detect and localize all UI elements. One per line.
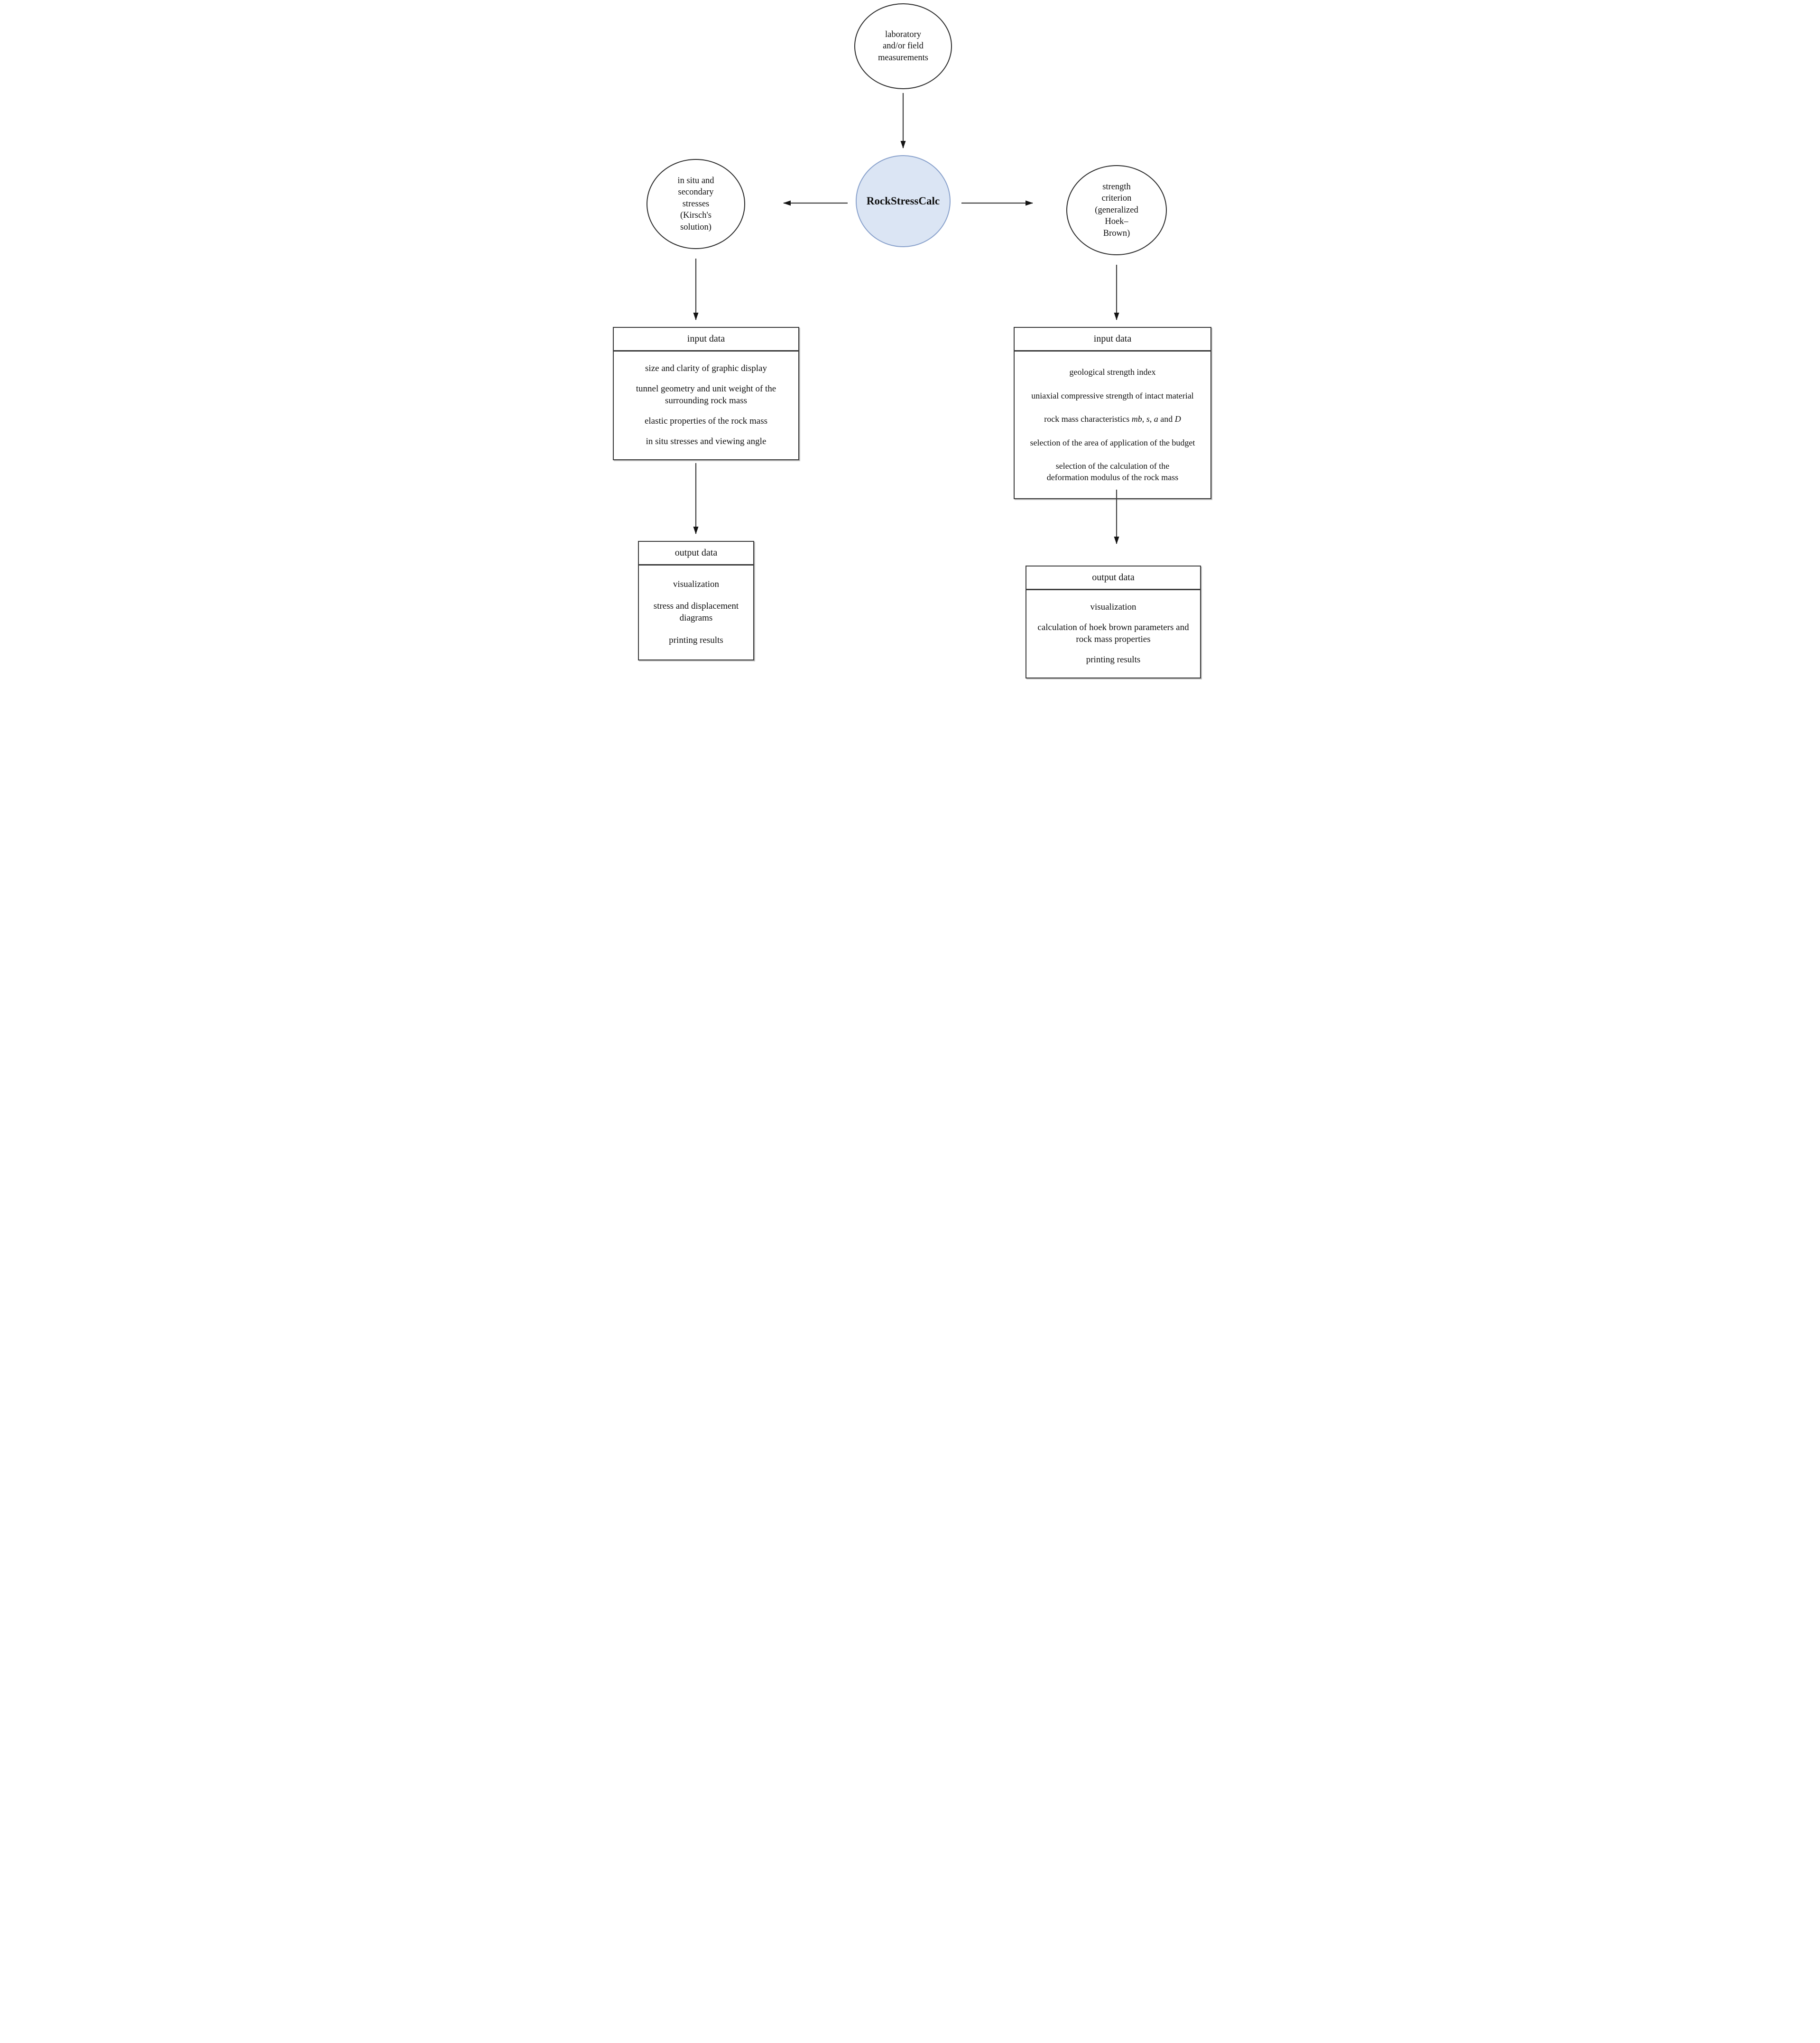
flowchart-canvas: laboratory and/or field measurements Roc… — [607, 0, 1213, 681]
left-input-data-box: input data size and clarity of graphic d… — [613, 327, 799, 460]
output-item-diagrams: stress and displacement diagrams — [653, 601, 739, 623]
box-header: input data — [614, 328, 798, 352]
output-item-printing: printing results — [1086, 655, 1141, 665]
input-item-deformation-modulus: selection of the calculation of the defo… — [1046, 461, 1179, 482]
box-body: size and clarity of graphic display tunn… — [614, 352, 798, 459]
box-header: output data — [1026, 566, 1200, 590]
node-text-line: laboratory — [885, 29, 922, 39]
node-text-line: Hoek– — [1105, 217, 1128, 227]
node-text-line: Brown) — [1103, 228, 1130, 238]
input-item-graphic-display: size and clarity of graphic display — [645, 363, 767, 374]
box-body: visualization calculation of hoek brown … — [1026, 590, 1200, 678]
box-body: visualization stress and displacement di… — [639, 566, 753, 659]
output-item-hoek-brown-parameters: calculation of hoek brown parameters and… — [1037, 622, 1189, 644]
node-text-line: secondary — [678, 187, 714, 197]
output-item-printing: printing results — [669, 635, 723, 645]
node-in-situ-secondary-stresses: in situ and secondary stresses (Kirsch's… — [647, 159, 745, 249]
input-item-rock-mass-characteristics: rock mass characteristics mb, s, a and D — [1044, 414, 1181, 424]
node-text-line: strength — [1102, 182, 1131, 192]
node-rockstresscalc: RockStressCalc — [856, 155, 951, 247]
input-item-area-of-application: selection of the area of application of … — [1030, 437, 1195, 447]
node-strength-criterion: strength criterion (generalized Hoek– Br… — [1066, 165, 1167, 255]
node-text-line: solution) — [680, 222, 711, 232]
node-text-line: criterion — [1101, 194, 1132, 204]
box-body: geological strength index uniaxial compr… — [1015, 352, 1210, 498]
input-item-gsi: geological strength index — [1069, 367, 1156, 377]
node-text-line: stresses — [682, 199, 710, 209]
box-header: output data — [639, 542, 753, 566]
input-item-tunnel-geometry: tunnel geometry and unit weight of the s… — [636, 384, 776, 406]
app-label: RockStressCalc — [866, 195, 940, 207]
node-text-line: (generalized — [1095, 205, 1138, 215]
right-input-data-box: input data geological strength index uni… — [1014, 327, 1211, 499]
input-item-ucs: uniaxial compressive strength of intact … — [1031, 390, 1194, 400]
node-text-line: and/or field — [883, 41, 924, 51]
node-text-line: in situ and — [677, 176, 714, 186]
output-item-visualization: visualization — [1090, 602, 1136, 613]
node-text-line: (Kirsch's — [680, 211, 711, 221]
input-item-elastic-properties: elastic properties of the rock mass — [644, 416, 768, 426]
box-header: input data — [1015, 328, 1210, 352]
output-item-visualization: visualization — [673, 579, 720, 589]
left-output-data-box: output data visualization stress and dis… — [638, 541, 754, 660]
input-item-in-situ-stresses: in situ stresses and viewing angle — [646, 436, 767, 446]
node-laboratory-field-measurements: laboratory and/or field measurements — [854, 3, 952, 89]
node-text-line: measurements — [878, 53, 928, 63]
right-output-data-box: output data visualization calculation of… — [1025, 566, 1201, 678]
